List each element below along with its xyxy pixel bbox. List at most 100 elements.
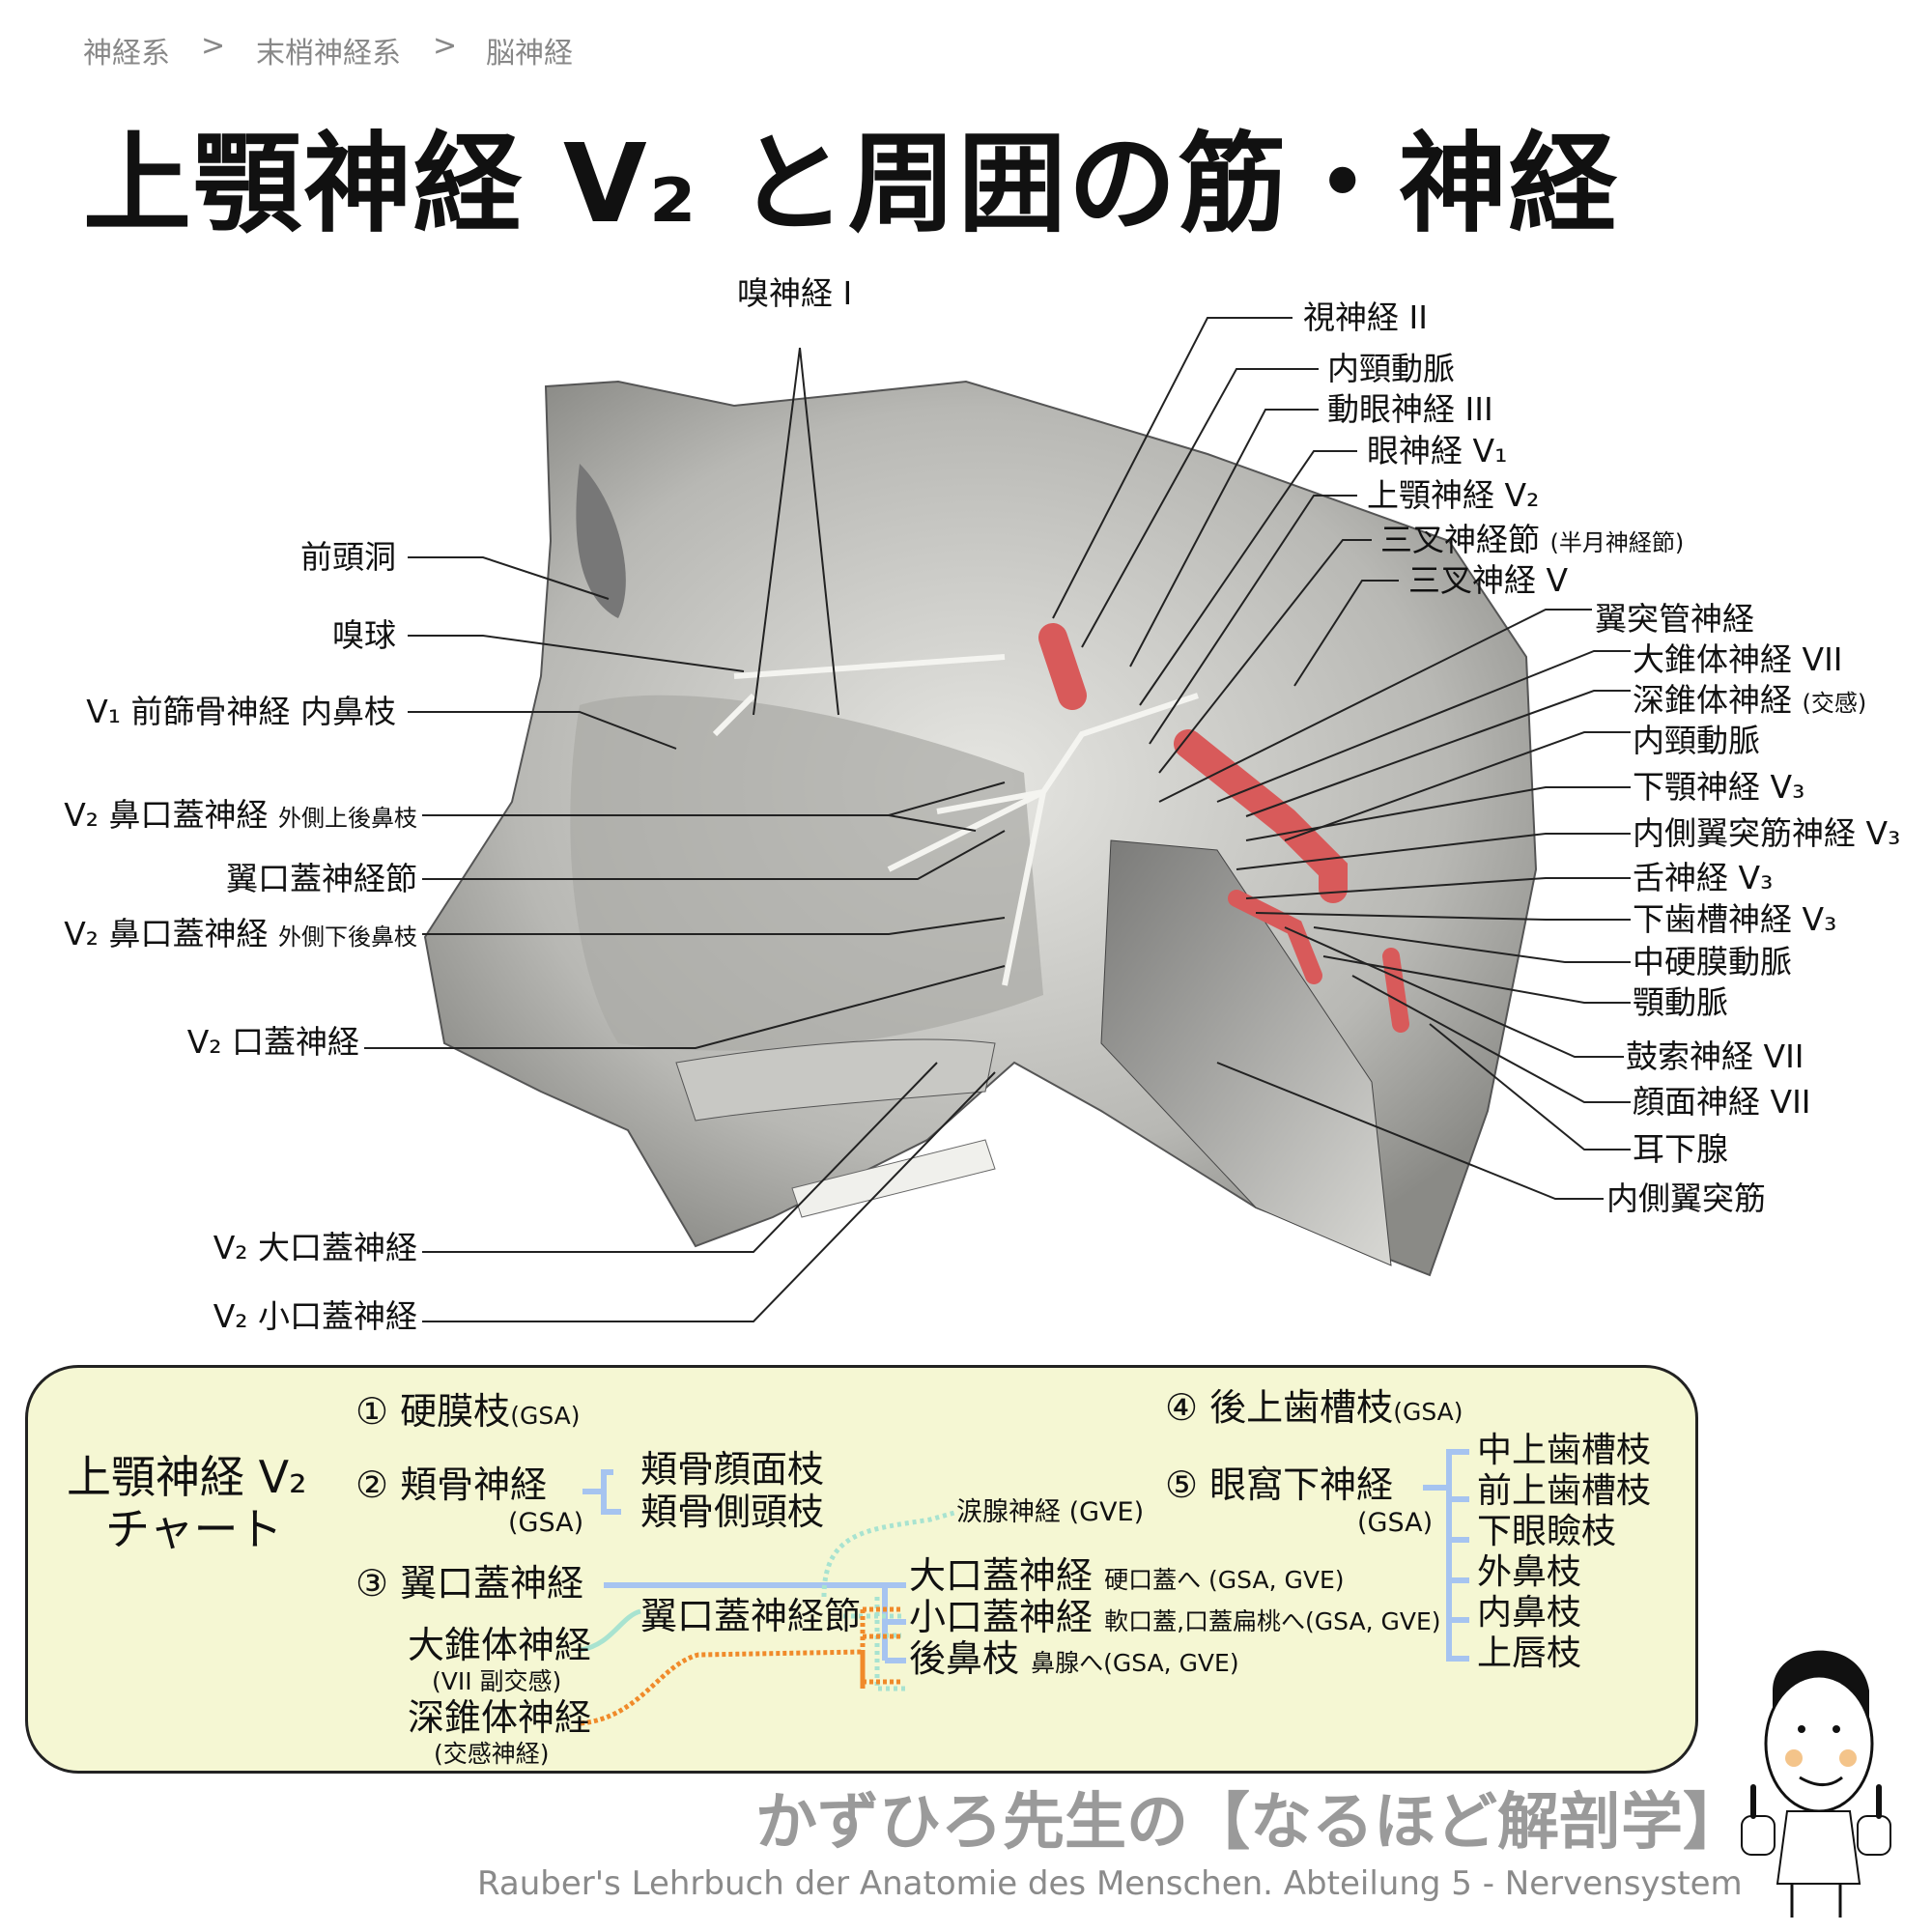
- label-main: 内側翼突筋: [1606, 1179, 1766, 1217]
- right-label: 眼神経 V₁: [1367, 432, 1507, 470]
- breadcrumb-item[interactable]: 神経系: [83, 37, 170, 71]
- breadcrumb-item[interactable]: 末梢神経系: [256, 37, 401, 71]
- label-main: 顔面神経 VII: [1633, 1083, 1811, 1121]
- left-label: V₂ 大口蓋神経: [213, 1229, 417, 1267]
- label-sub: (半月神経節): [1549, 529, 1685, 556]
- right-label: 視神経 II: [1303, 298, 1428, 337]
- label-main: V₂ 鼻口蓋神経: [64, 796, 269, 834]
- right-label: 中硬膜動脈: [1633, 943, 1792, 981]
- nasal-cavity: [570, 695, 1043, 1051]
- label-main: 下歯槽神経 V₃: [1633, 900, 1837, 938]
- branch-number: ④: [1165, 1386, 1199, 1429]
- label-main: 中硬膜動脈: [1633, 943, 1792, 980]
- lacrimal-nerve: 涙腺神経 (GVE): [956, 1497, 1145, 1527]
- deep-petrosal-nerve: 深錐体神経: [408, 1696, 592, 1739]
- right-label: 下歯槽神経 V₃: [1633, 900, 1836, 939]
- label-main: 動眼神経 III: [1327, 390, 1493, 428]
- branch-zygomatic: 頬骨神経: [400, 1463, 548, 1506]
- line-greater-petrosal: [580, 1608, 641, 1653]
- right-label: 下顎神経 V₃: [1633, 768, 1804, 807]
- left-label: V₂ 口蓋神経: [187, 1023, 359, 1062]
- branch-infraorbital: 眼窩下神経: [1209, 1463, 1394, 1506]
- infraorbital-child: 中上歯槽枝: [1477, 1431, 1652, 1470]
- greater-petrosal-nerve: 大錐体神経: [408, 1624, 592, 1666]
- label-main: 深錐体神経: [1633, 681, 1792, 719]
- right-label: 内側翼突筋: [1606, 1179, 1766, 1218]
- greater-petrosal-note: (VII 副交感): [432, 1667, 562, 1695]
- label-main: V₂ 鼻口蓋神経: [64, 915, 269, 952]
- line-pterygopalatine: [604, 1582, 906, 1663]
- label-main: 内頸動脈: [1327, 350, 1455, 387]
- deep-petrosal-note: (交感神経): [434, 1740, 550, 1768]
- internal-carotid-artery: [1038, 623, 1348, 903]
- child-note: 軟口蓋,口蓋扁桃へ(GSA, GVE): [1104, 1607, 1441, 1635]
- right-label: 深錐体神経 (交感): [1633, 681, 1866, 723]
- chart-title-line1: 上顎神経 V₂: [67, 1451, 307, 1503]
- pterygopalatine-ganglion: 翼口蓋神経節: [640, 1595, 862, 1637]
- zygomatic-child: 頬骨側頭枝: [640, 1491, 825, 1533]
- label-main: V₁ 前篩骨神経 内鼻枝: [86, 693, 396, 730]
- right-label: 耳下腺: [1633, 1130, 1728, 1169]
- label-main: 嗅球: [332, 616, 396, 654]
- label-main: V₂ 小口蓋神経: [213, 1297, 417, 1335]
- medial-pterygoid-muscle: [1100, 839, 1392, 1266]
- label-main: 視神経 II: [1303, 298, 1428, 336]
- label-main: 翼口蓋神経節: [226, 860, 417, 897]
- line-lacrimal: [821, 1510, 955, 1598]
- label-main: 三叉神経 V: [1408, 561, 1569, 599]
- branch-number: ②: [355, 1463, 389, 1506]
- branch-tag: (GSA): [1357, 1508, 1434, 1538]
- branch-number: ③: [355, 1562, 389, 1605]
- label-main: 翼突管神経: [1595, 600, 1754, 638]
- child-note: 鼻腺へ(GSA, GVE): [1031, 1649, 1239, 1677]
- right-label: 内頸動脈: [1327, 350, 1455, 388]
- chart-title-line2: チャート: [105, 1503, 283, 1555]
- left-label: V₂ 小口蓋神経: [213, 1297, 417, 1336]
- right-label: 三叉神経 V: [1408, 561, 1568, 600]
- label-main: 大錐体神経 VII: [1633, 640, 1843, 678]
- label-main: 内側翼突筋神経 V₃: [1633, 814, 1901, 852]
- maxillary-artery: [1228, 890, 1409, 1033]
- infraorbital-child: 前上歯槽枝: [1477, 1471, 1652, 1511]
- child-note: 硬口蓋へ (GSA, GVE): [1104, 1566, 1345, 1594]
- label-main: 耳下腺: [1633, 1130, 1728, 1168]
- infraorbital-child: 外鼻枝: [1477, 1552, 1582, 1592]
- branch-tag: (GSA): [510, 1402, 581, 1430]
- label-main: V₂ 大口蓋神経: [213, 1229, 417, 1266]
- right-label: 内側翼突筋神経 V₃: [1633, 814, 1900, 853]
- pterygopalatine-child: 小口蓋神経: [909, 1596, 1094, 1638]
- left-label: 嗅球: [332, 616, 396, 655]
- right-label: 上顎神経 V₂: [1367, 476, 1539, 515]
- leader-lines: [364, 317, 1631, 1322]
- label-main: 鼓索神経 VII: [1626, 1037, 1804, 1075]
- brand-footer: かずひろ先生の【なるほど解剖学】: [755, 1787, 1745, 1859]
- label-main: 三叉神経節: [1380, 521, 1540, 558]
- branch-tag: (GSA): [1393, 1398, 1463, 1426]
- branch-number: ⑤: [1165, 1463, 1199, 1506]
- branch-number: ①: [355, 1390, 389, 1433]
- left-label: 翼口蓋神経節: [226, 860, 417, 898]
- right-label: 顎動脈: [1633, 983, 1728, 1022]
- zygomatic-child: 頬骨顔面枝: [640, 1448, 825, 1491]
- label-sub: 外側上後鼻枝: [278, 805, 417, 832]
- label-main: 舌神経 V₃: [1633, 859, 1774, 896]
- left-label: V₂ 鼻口蓋神経 外側上後鼻枝: [64, 796, 417, 838]
- teeth: [791, 1139, 996, 1218]
- breadcrumb-item[interactable]: 脳神経: [486, 37, 573, 71]
- left-label: 前頭洞: [300, 538, 396, 577]
- left-label: V₁ 前篩骨神経 内鼻枝: [86, 693, 396, 731]
- pterygopalatine-child: 後鼻枝: [909, 1637, 1020, 1680]
- branch-tag: (GSA): [508, 1508, 584, 1538]
- label-sub: 外側下後鼻枝: [278, 923, 417, 951]
- breadcrumb-separator: >: [201, 29, 226, 63]
- chart-connectors: [580, 1449, 1469, 1726]
- frontal-sinus: [576, 464, 626, 618]
- label-olfactory-nerve: 嗅神経 I: [737, 274, 853, 312]
- branch-posterior-superior-alveolar: 後上歯槽枝: [1209, 1386, 1394, 1429]
- label-main: 眼神経 V₁: [1367, 432, 1508, 469]
- label-main: 前頭洞: [300, 538, 396, 576]
- right-label: 鼓索神経 VII: [1626, 1037, 1804, 1076]
- source-citation: Rauber's Lehrbuch der Anatomie des Mensc…: [477, 1864, 1743, 1903]
- infraorbital-child: 下眼瞼枝: [1477, 1512, 1617, 1551]
- right-label: 三叉神経節 (半月神経節): [1380, 521, 1684, 562]
